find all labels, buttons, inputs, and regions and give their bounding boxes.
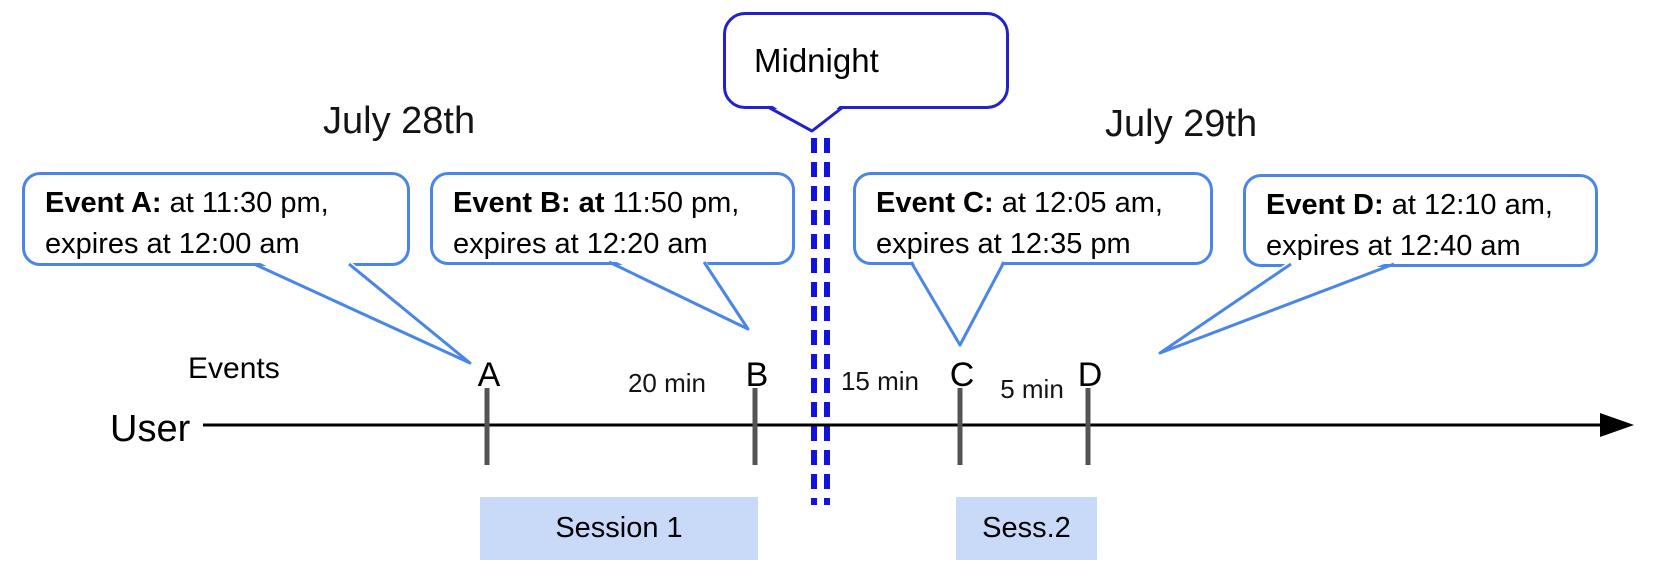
- event-c-tail-mask: [911, 258, 1004, 345]
- event-c-tail: [909, 261, 1006, 347]
- midnight-label: Midnight: [754, 41, 879, 79]
- event-b-tail: [608, 260, 750, 331]
- day-label-july-29: July 29th: [1105, 103, 1258, 145]
- tick-label-c: C: [949, 356, 975, 394]
- event-a-time: at 11:30 pm,: [161, 187, 329, 219]
- tick-label-d: D: [1077, 356, 1103, 394]
- gap-label-20min: 20 min: [627, 368, 707, 398]
- midnight-callout: Midnight: [723, 12, 1009, 109]
- event-b-time: 11:50 pm,: [604, 187, 740, 219]
- event-c-line1: Event C: at 12:05 am,: [876, 183, 1198, 224]
- events-axis-label: Events: [188, 352, 280, 385]
- event-c-line2: expires at 12:35 pm: [876, 228, 1131, 260]
- gap-label-5min: 5 min: [1000, 374, 1064, 404]
- event-a-line1: Event A: at 11:30 pm,: [45, 183, 395, 224]
- event-a-line2: expires at 12:00 am: [45, 228, 300, 260]
- event-a-callout: Event A: at 11:30 pm, expires at 12:00 a…: [22, 172, 410, 266]
- event-d-time: at 12:10 am,: [1383, 189, 1553, 221]
- session-1-label: Session 1: [555, 512, 683, 544]
- event-d-title: Event D:: [1266, 189, 1384, 221]
- event-c-title: Event C:: [876, 187, 994, 219]
- event-a-tail-mask: [254, 260, 470, 363]
- event-d-line2: expires at 12:40 am: [1266, 230, 1521, 262]
- event-d-tail: [1158, 262, 1395, 355]
- event-b-title: Event B: at: [453, 187, 605, 219]
- event-b-tail-mask: [609, 258, 748, 329]
- user-label: User: [110, 408, 191, 450]
- session-2-label: Sess.2: [982, 512, 1071, 544]
- session-2-box: Sess.2: [956, 497, 1097, 560]
- event-a-title: Event A:: [45, 187, 162, 219]
- event-b-callout: Event B: at 11:50 pm, expires at 12:20 a…: [430, 172, 795, 265]
- tick-label-b: B: [745, 356, 769, 394]
- event-a-tail: [253, 262, 472, 365]
- session-1-box: Session 1: [480, 497, 758, 560]
- event-b-line1: Event B: at 11:50 pm,: [453, 183, 780, 224]
- event-d-tail-mask: [1160, 260, 1394, 353]
- tick-label-a: A: [477, 356, 501, 394]
- midnight-pointer: [767, 105, 844, 133]
- event-d-callout: Event D: at 12:10 am, expires at 12:40 a…: [1243, 174, 1598, 267]
- event-c-callout: Event C: at 12:05 am, expires at 12:35 p…: [853, 172, 1213, 265]
- day-label-july-28: July 28th: [323, 100, 476, 142]
- timeline-arrowhead: [1600, 413, 1634, 437]
- event-c-time: at 12:05 am,: [993, 187, 1163, 219]
- gap-label-15min: 15 min: [840, 366, 920, 396]
- event-b-line2: expires at 12:20 am: [453, 228, 708, 260]
- event-d-line1: Event D: at 12:10 am,: [1266, 185, 1583, 226]
